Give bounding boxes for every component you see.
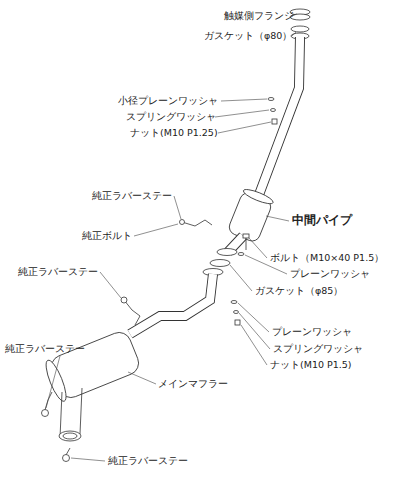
part-name: メインマフラー — [158, 378, 228, 389]
part-label: 純正ラバーステー — [5, 343, 85, 354]
part-label: 純正ラバーステー — [18, 266, 98, 277]
part-label: プレーンワッシャ — [272, 326, 352, 337]
part-label: ボルト（M10×40 P1.5） — [270, 252, 384, 263]
part-name: 中間パイプ — [292, 213, 352, 227]
part-label: ナット(M10 P1.5) — [270, 359, 352, 370]
part-label: スプリングワッシャ — [273, 343, 363, 354]
part-label: ナット(M10 P1.25) — [130, 127, 218, 138]
part-label: 純正ラバーステー — [92, 190, 172, 201]
part-label: 小径プレーンワッシャ — [118, 95, 218, 106]
part-label: 純正ラバーステー — [108, 455, 188, 466]
part-label: 純正ボルト — [82, 230, 132, 241]
part-label: ガスケット（φ80） — [204, 30, 292, 41]
part-label: ガスケット（φ85） — [255, 285, 343, 296]
part-label: プレーンワッシャ — [290, 268, 370, 279]
part-label: 触媒側フランジ — [224, 10, 294, 21]
part-label: スプリングワッシャ — [126, 111, 216, 122]
